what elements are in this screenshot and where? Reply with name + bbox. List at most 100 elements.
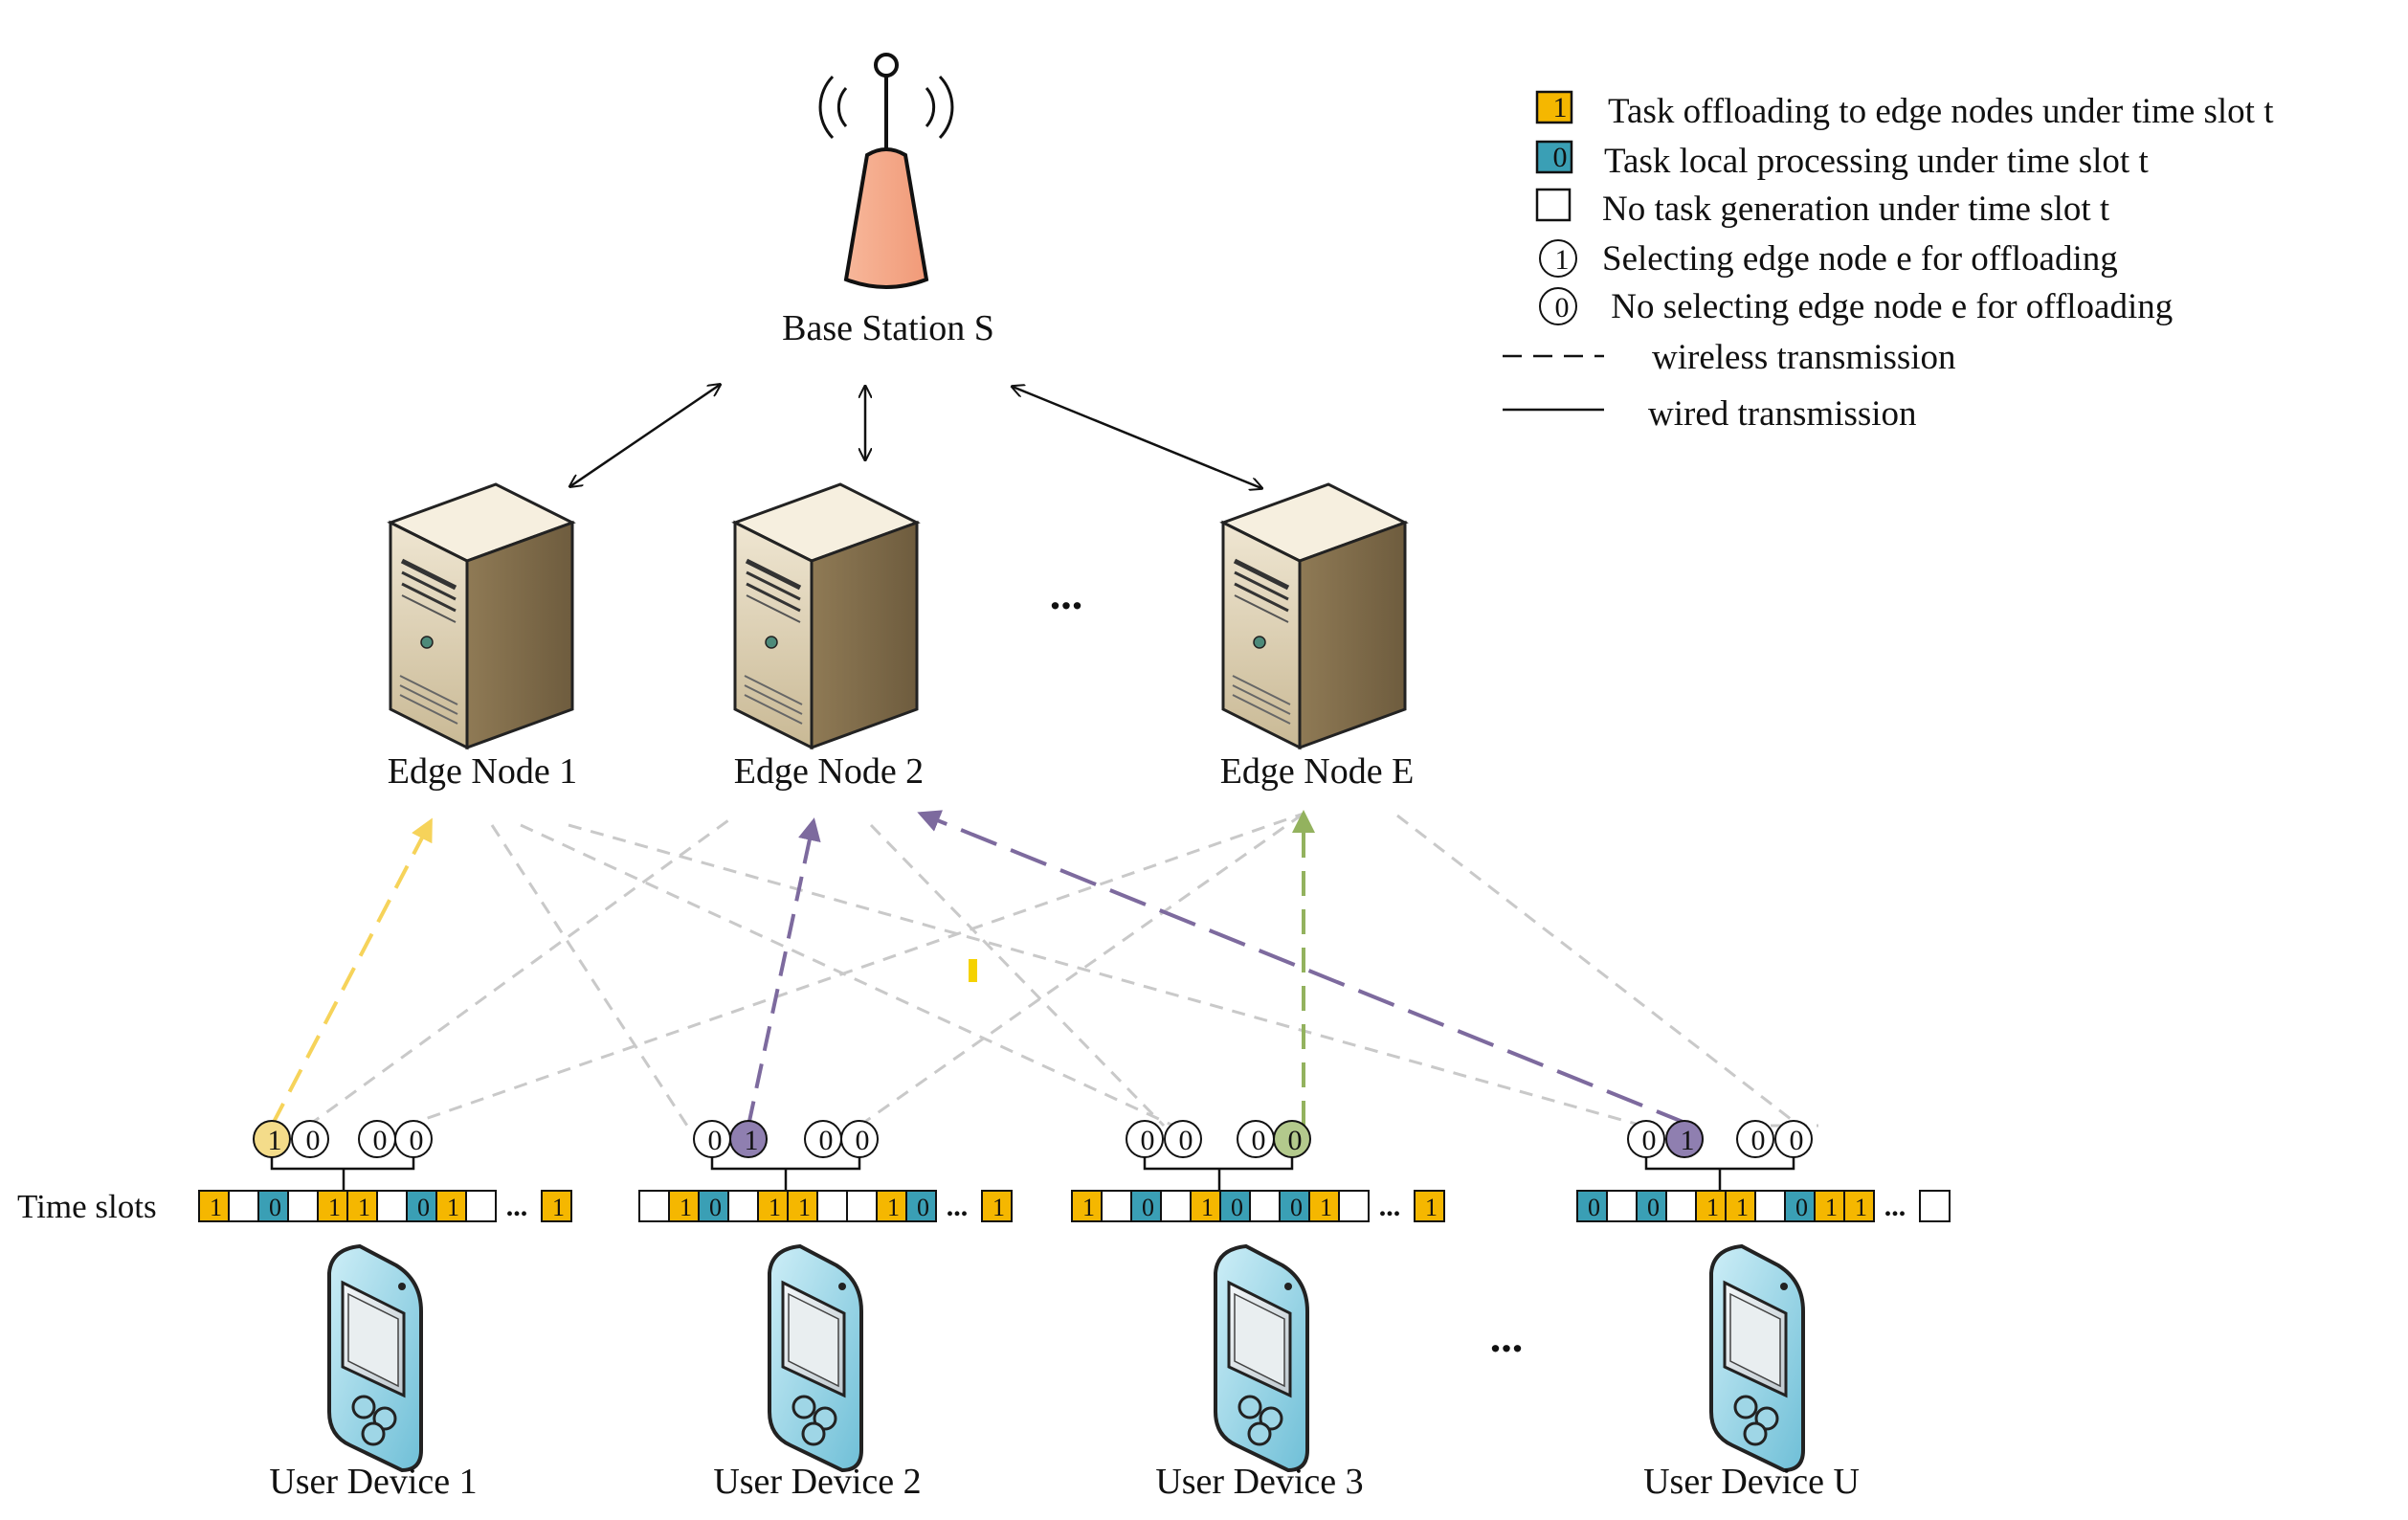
time-slot-ellipsis: ... <box>506 1191 528 1222</box>
user-device-label: User Device 2 <box>713 1462 921 1502</box>
wireless-link-gray <box>307 814 736 1128</box>
time-slot-value: 1 <box>210 1194 222 1221</box>
edge-choice-circle <box>1736 1120 1774 1158</box>
edge-choice-circle <box>394 1120 433 1158</box>
time-slot <box>668 1190 700 1222</box>
edge-node-label: Edge Node 1 <box>388 751 577 792</box>
legend-selected-symbol: 1 <box>1555 244 1570 276</box>
wired-link-bs-edge-e <box>1013 387 1261 488</box>
time-slot-value: 1 <box>992 1194 1005 1221</box>
wired-link-bs-edge-1 <box>570 385 720 486</box>
selected-wireless-links <box>270 810 1693 1128</box>
base-station: Base Station S <box>782 53 994 348</box>
time-slot-value: 1 <box>1425 1194 1438 1221</box>
time-slot <box>846 1190 878 1222</box>
legend-empty-text: No task generation under time slot t <box>1602 190 2110 229</box>
time-slot <box>1843 1190 1875 1222</box>
server-icon <box>1223 484 1405 748</box>
time-slots-label: Time slots <box>17 1188 157 1225</box>
time-slot-value: 0 <box>1142 1194 1154 1221</box>
time-slot <box>1665 1190 1697 1222</box>
time-slot <box>1130 1190 1162 1222</box>
edge-choice-value: 0 <box>1179 1125 1193 1156</box>
time-slot <box>287 1190 319 1222</box>
edge-node-label: Edge Node E <box>1220 751 1415 792</box>
selected-edge-circle <box>729 1120 768 1158</box>
edge-choice-value: 0 <box>708 1125 723 1156</box>
server-icon <box>390 484 572 748</box>
edge-choice-circle <box>291 1120 329 1158</box>
time-slot-value: 1 <box>887 1194 900 1221</box>
legend-local-symbol: 0 <box>1553 142 1568 173</box>
edge-choice-circle <box>1627 1120 1665 1158</box>
wireless-link-udu-edge-2 <box>917 810 1693 1128</box>
selected-edge-circle <box>253 1120 291 1158</box>
time-slot <box>1249 1190 1281 1222</box>
legend-selected-circle <box>1539 239 1577 278</box>
time-slot-ellipsis: ... <box>1379 1191 1401 1222</box>
legend: 1 Task offloading to edge nodes under ti… <box>1503 90 2274 434</box>
wireless-link-gray <box>405 812 1304 1128</box>
edge-choice-value: 0 <box>410 1125 424 1156</box>
wireless-link-gray <box>1396 814 1800 1128</box>
legend-unselected-symbol: 0 <box>1555 292 1570 324</box>
edge-choice-circle <box>1126 1120 1164 1158</box>
time-slot-value: 0 <box>417 1194 430 1221</box>
user-device-label: User Device 3 <box>1155 1462 1363 1502</box>
pda-device-icon <box>1214 1244 1309 1472</box>
pda-device-icon <box>768 1244 863 1472</box>
time-slot <box>698 1190 729 1222</box>
time-slot-value: 1 <box>680 1194 692 1221</box>
time-slot-value: 0 <box>269 1194 281 1221</box>
time-slot-value: 1 <box>1201 1194 1214 1221</box>
time-slot <box>1919 1190 1951 1222</box>
time-slot <box>376 1190 408 1222</box>
selection-bracket <box>270 1157 415 1171</box>
time-slot <box>816 1190 848 1222</box>
time-slot <box>1814 1190 1845 1222</box>
edge-choice-circle <box>840 1120 879 1158</box>
wireless-link-gray <box>490 824 689 1127</box>
time-slot <box>638 1190 670 1222</box>
legend-unselected-circle <box>1539 287 1577 325</box>
time-slot <box>406 1190 437 1222</box>
unselected-wireless-links <box>307 812 1818 1128</box>
time-slot <box>1414 1190 1445 1222</box>
edge-choice-value: 0 <box>1141 1125 1155 1156</box>
legend-empty-swatch <box>1535 188 1572 222</box>
time-slot-value: 1 <box>328 1194 341 1221</box>
user-device-label: User Device 1 <box>269 1462 477 1502</box>
selected-edge-circle <box>1273 1120 1311 1158</box>
time-slot-value: 0 <box>1231 1194 1243 1221</box>
time-slot-value: 1 <box>1706 1194 1719 1221</box>
edge-node-label: Edge Node 2 <box>734 751 924 792</box>
wireless-link-gray <box>869 823 1166 1128</box>
pda-device-icon <box>327 1244 423 1472</box>
edge-node-ellipsis: ... <box>1050 570 1083 618</box>
selected-edge-circle <box>1665 1120 1704 1158</box>
edge-choice-circle <box>1164 1120 1202 1158</box>
time-slot <box>727 1190 759 1222</box>
time-slot <box>1754 1190 1786 1222</box>
server-icon <box>735 484 917 748</box>
edge-choice-value: 1 <box>745 1125 759 1156</box>
base-station-label: Base Station S <box>782 308 994 348</box>
wireless-link-gray <box>520 823 1174 1128</box>
time-slot-value: 0 <box>1795 1194 1808 1221</box>
time-slot <box>1338 1190 1370 1222</box>
edge-choice-value: 0 <box>819 1125 834 1156</box>
edge-choice-value: 0 <box>856 1125 870 1156</box>
time-slot <box>257 1190 289 1222</box>
time-slot-value: 0 <box>1588 1194 1600 1221</box>
time-slot <box>981 1190 1013 1222</box>
edge-node-2: Edge Node 2 <box>734 484 924 792</box>
time-slot <box>346 1190 378 1222</box>
edge-choice-value: 0 <box>1252 1125 1266 1156</box>
time-slot <box>757 1190 789 1222</box>
legend-local-swatch <box>1535 140 1573 174</box>
legend-offload-swatch <box>1535 90 1573 124</box>
